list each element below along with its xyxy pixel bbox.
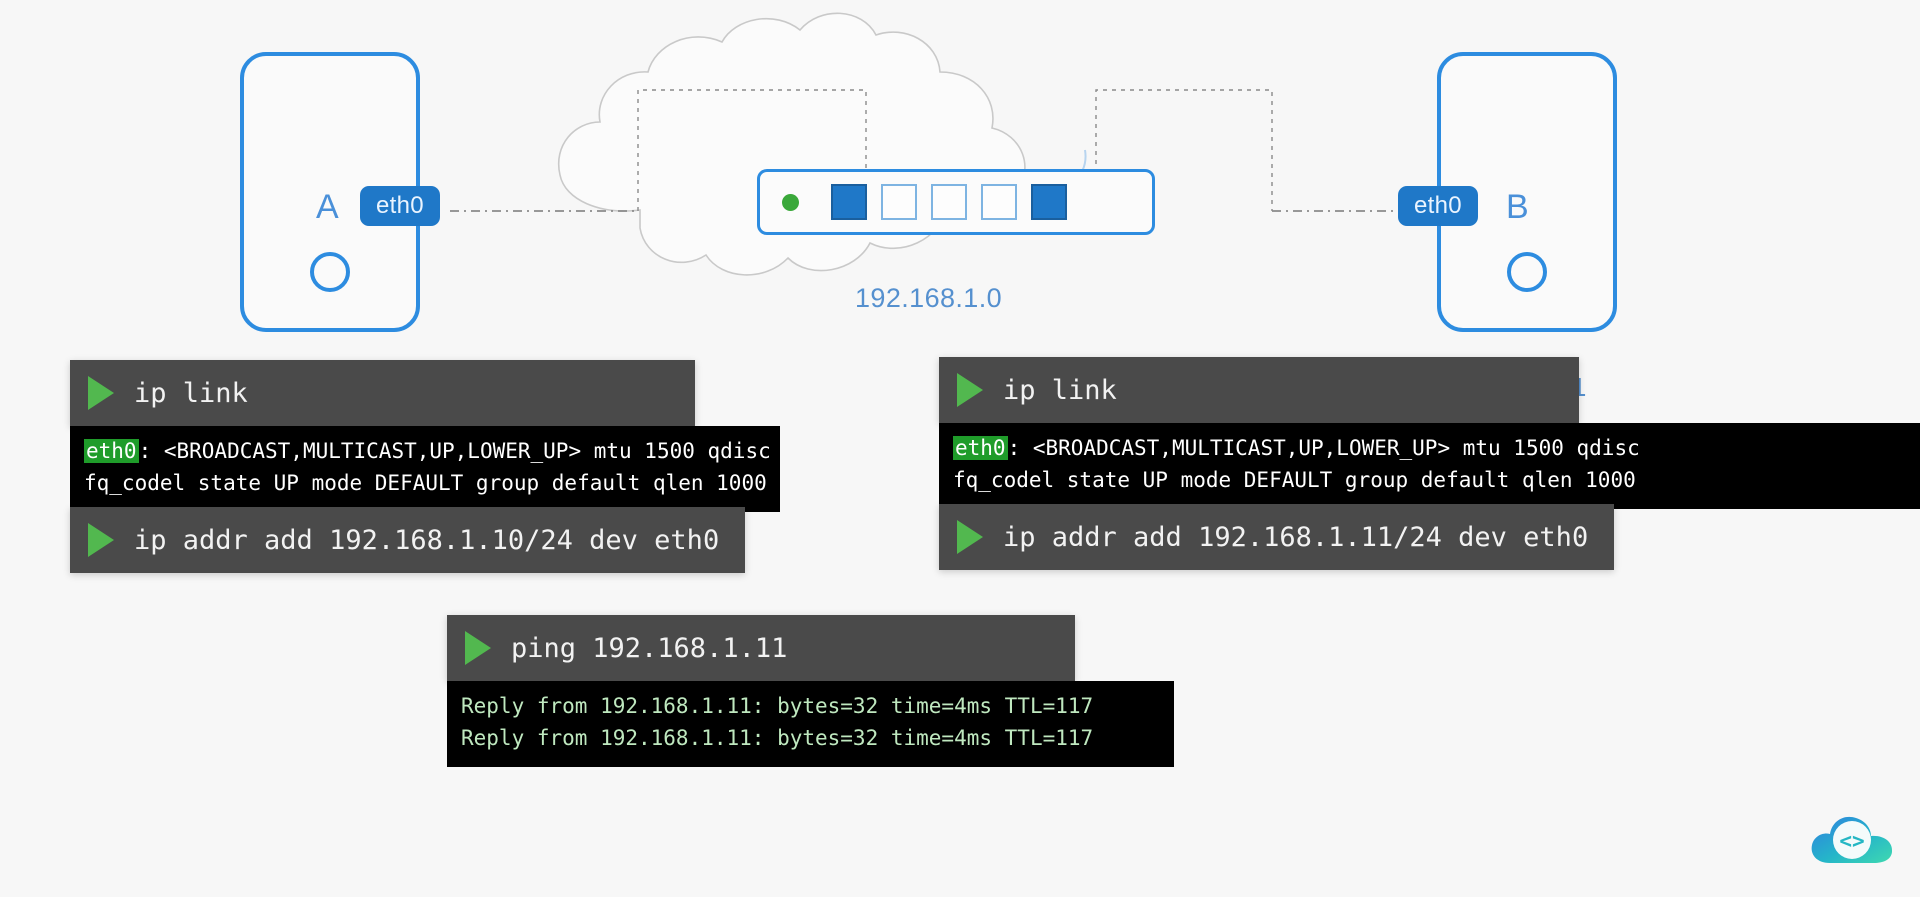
terminal-ping: ping 192.168.1.11 Reply from 192.168.1.1… [447, 615, 1174, 767]
switch-port-2[interactable] [881, 184, 917, 220]
switch-port-5[interactable] [1031, 184, 1067, 220]
output-line-1-rest: : <BROADCAST,MULTICAST,UP,LOWER_UP> mtu … [138, 439, 771, 463]
host-a-nic-chip[interactable]: eth0 [360, 186, 440, 226]
terminal-b-ip-addr-command-bar[interactable]: ip addr add 192.168.1.11/24 dev eth0 [939, 504, 1615, 570]
host-b-indicator [1507, 252, 1547, 292]
output-line-1-rest: : <BROADCAST,MULTICAST,UP,LOWER_UP> mtu … [1007, 436, 1640, 460]
output-line-1: eth0: <BROADCAST,MULTICAST,UP,LOWER_UP> … [84, 436, 771, 468]
terminal-a-ip-addr-command-bar[interactable]: ip addr add 192.168.1.10/24 dev eth0 [70, 507, 746, 573]
output-line-1: eth0: <BROADCAST,MULTICAST,UP,LOWER_UP> … [953, 433, 1906, 465]
switch-port-1[interactable] [831, 184, 867, 220]
host-b-letter: B [1506, 188, 1529, 226]
network-cloud-label: 192.168.1.0 [855, 283, 1003, 313]
output-line-2: fq_codel state UP mode DEFAULT group def… [84, 470, 767, 495]
ping-reply-line-1: Reply from 192.168.1.11: bytes=32 time=4… [461, 694, 1094, 718]
terminal-b-ip-addr: ip addr add 192.168.1.11/24 dev eth0 [939, 504, 1615, 570]
terminal-b-ip-link: ip link eth0: <BROADCAST,MULTICAST,UP,LO… [939, 357, 1920, 509]
run-icon[interactable] [88, 523, 114, 557]
switch-port-3[interactable] [931, 184, 967, 220]
switch-power-led-icon [782, 193, 799, 211]
network-switch[interactable] [757, 169, 1155, 235]
terminal-ping-output: Reply from 192.168.1.11: bytes=32 time=4… [447, 681, 1174, 767]
network-topology: A eth0 192.168.1.10 B eth0 192.168.1.11 … [0, 0, 1920, 402]
code-brackets-icon: <> [1839, 829, 1864, 853]
terminal-ping-command-bar[interactable]: ping 192.168.1.11 [447, 615, 1075, 681]
terminal-a-ip-link-output: eth0: <BROADCAST,MULTICAST,UP,LOWER_UP> … [70, 426, 780, 512]
cloud-code-logo: <> [1811, 816, 1893, 863]
host-b-nic-chip[interactable]: eth0 [1398, 186, 1478, 226]
terminal-b-ip-link-output: eth0: <BROADCAST,MULTICAST,UP,LOWER_UP> … [939, 423, 1920, 509]
host-a-letter: A [316, 188, 339, 226]
output-device-token: eth0 [84, 439, 139, 463]
terminal-a-ip-addr-command: ip addr add 192.168.1.10/24 dev eth0 [134, 524, 720, 556]
run-icon[interactable] [957, 373, 983, 407]
trace-left [637, 89, 867, 211]
terminal-b-ip-addr-command: ip addr add 192.168.1.11/24 dev eth0 [1003, 521, 1589, 553]
terminal-a-ip-link: ip link eth0: <BROADCAST,MULTICAST,UP,LO… [70, 360, 780, 512]
terminal-b-ip-link-command-bar[interactable]: ip link [939, 357, 1579, 423]
terminal-b-ip-link-command: ip link [1003, 374, 1117, 406]
terminal-a-ip-addr: ip addr add 192.168.1.10/24 dev eth0 [70, 507, 746, 573]
switch-port-4[interactable] [981, 184, 1017, 220]
run-icon[interactable] [465, 631, 491, 665]
ping-reply-line-2: Reply from 192.168.1.11: bytes=32 time=4… [461, 725, 1094, 750]
host-a-indicator [310, 252, 350, 292]
terminal-a-ip-link-command-bar[interactable]: ip link [70, 360, 695, 426]
output-line-2: fq_codel state UP mode DEFAULT group def… [953, 467, 1636, 492]
terminal-ping-command: ping 192.168.1.11 [511, 632, 788, 664]
trace-right [1095, 89, 1273, 211]
logo-disc [1833, 821, 1871, 859]
run-icon[interactable] [957, 520, 983, 554]
terminal-a-ip-link-command: ip link [134, 377, 248, 409]
run-icon[interactable] [88, 376, 114, 410]
output-device-token: eth0 [953, 436, 1008, 460]
cloud-shape [557, 12, 1026, 276]
